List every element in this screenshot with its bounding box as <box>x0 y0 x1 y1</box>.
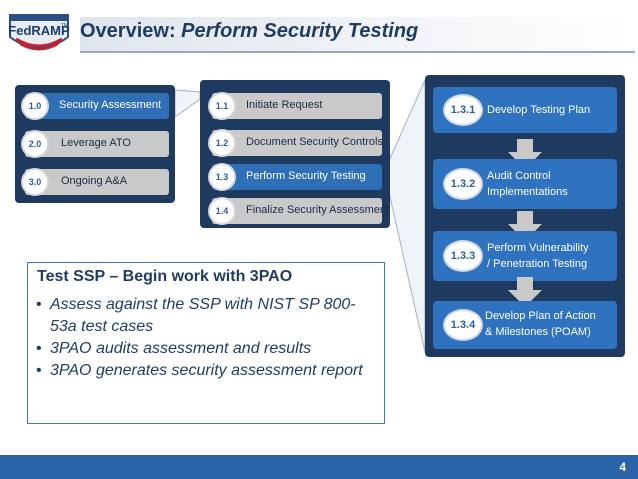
substep-row-1[interactable]: 1.1 Initiate Request <box>208 92 382 120</box>
bullet-item-2: • 3PAO audits assessment and results <box>34 338 380 360</box>
fedramp-logo-graphic: FedRAMP TM <box>8 14 70 51</box>
substep-number-3: 1.3 <box>208 163 236 191</box>
description-heading: Test SSP – Begin work with 3PAO <box>37 268 293 285</box>
step-number-2: 1.3.2 <box>443 168 483 200</box>
step-number-3: 1.3.3 <box>443 240 483 272</box>
page-number: 4 <box>619 460 626 474</box>
phase-number-2: 2.0 <box>21 130 49 158</box>
phase-number-1: 1.0 <box>21 92 49 120</box>
bullet-marker: • <box>36 340 42 357</box>
bullet-text-1: Assess against the SSP with NIST SP 800-… <box>50 296 356 335</box>
step-box-4[interactable]: 1.3.4 Develop Plan of Action & Milestone… <box>433 301 617 349</box>
logo-text: FedRAMP <box>8 23 70 38</box>
title-bar-background <box>80 17 635 51</box>
step-label-1-line1: Develop Testing Plan <box>487 104 591 116</box>
description-bullets: • Assess against the SSP with NIST SP 800… <box>34 294 380 382</box>
substep-number-1: 1.1 <box>208 92 236 120</box>
step-label-4-line1: Develop Plan of Action <box>485 310 596 322</box>
bullet-marker: • <box>36 296 42 313</box>
bullet-item-3: • 3PAO generates security assessment repo… <box>34 360 380 382</box>
bullet-item-1: • Assess against the SSP with NIST SP 800… <box>34 294 380 338</box>
down-arrow-icon <box>508 277 542 307</box>
step-label-2-line2: Implementations <box>487 186 568 198</box>
bullet-text-3: 3PAO generates security assessment repor… <box>50 362 363 379</box>
logo-trademark: TM <box>61 23 68 29</box>
fedramp-logo: FedRAMP TM <box>6 7 72 57</box>
connector-phase-to-substeps <box>174 89 201 118</box>
steps-panel: 1.3.1 Develop Testing Plan 1.3.2 Audit C… <box>425 75 625 357</box>
substep-number-2: 1.2 <box>208 129 236 157</box>
step-label-3-line2: / Penetration Testing <box>487 258 588 270</box>
page-title: Overview: Perform Security Testing <box>80 20 418 43</box>
substep-number-4: 1.4 <box>208 197 236 225</box>
phases-panel: 1.0 Security Assessment 2.0 Leverage ATO… <box>15 85 175 203</box>
step-label-3-line1: Perform Vulnerability <box>487 242 589 254</box>
step-number-4: 1.3.4 <box>443 309 483 341</box>
phase-row-3[interactable]: 3.0 Ongoing A&A <box>21 168 169 196</box>
phase-row-2[interactable]: 2.0 Leverage ATO <box>21 130 169 158</box>
phase-label-3: Ongoing A&A <box>61 175 128 187</box>
description-box: Test SSP – Begin work with 3PAO • Assess … <box>27 262 385 424</box>
substep-label-4: Finalize Security Assessment <box>246 204 390 216</box>
page-title-prefix: Overview: <box>80 20 182 42</box>
step-number-1: 1.3.1 <box>443 94 483 126</box>
title-underline <box>80 51 635 53</box>
substep-row-4[interactable]: 1.4 Finalize Security Assessment <box>208 197 389 225</box>
bullet-text-2: 3PAO audits assessment and results <box>50 340 312 357</box>
phase-number-3: 3.0 <box>21 168 49 196</box>
step-box-3[interactable]: 1.3.3 Perform Vulnerability / Penetratio… <box>433 231 617 281</box>
substep-label-2: Document Security Controls <box>246 136 383 148</box>
page-title-emphasis: Perform Security Testing <box>181 20 419 42</box>
down-arrow-icon <box>508 139 542 169</box>
substep-row-2[interactable]: 1.2 Document Security Controls <box>208 129 383 157</box>
substeps-panel: 1.1 Initiate Request 1.2 Document Securi… <box>200 80 390 228</box>
step-label-2-line1: Audit Control <box>487 170 551 182</box>
step-box-1[interactable]: 1.3.1 Develop Testing Plan <box>433 87 617 133</box>
step-box-2[interactable]: 1.3.2 Audit Control Implementations <box>433 159 617 209</box>
bullet-marker: • <box>36 362 42 379</box>
phase-row-1[interactable]: 1.0 Security Assessment <box>21 92 169 120</box>
substep-row-3[interactable]: 1.3 Perform Security Testing <box>208 163 382 191</box>
connector-substep-to-steps <box>387 79 426 353</box>
step-label-4-line2: & Milestones (POAM) <box>485 326 591 338</box>
phase-label-1: Security Assessment <box>59 99 162 111</box>
footer-bar: 4 <box>0 455 638 479</box>
down-arrow-icon <box>508 211 542 241</box>
substep-label-1: Initiate Request <box>246 99 323 111</box>
phase-label-2: Leverage ATO <box>61 137 131 149</box>
substep-label-3: Perform Security Testing <box>246 170 366 182</box>
